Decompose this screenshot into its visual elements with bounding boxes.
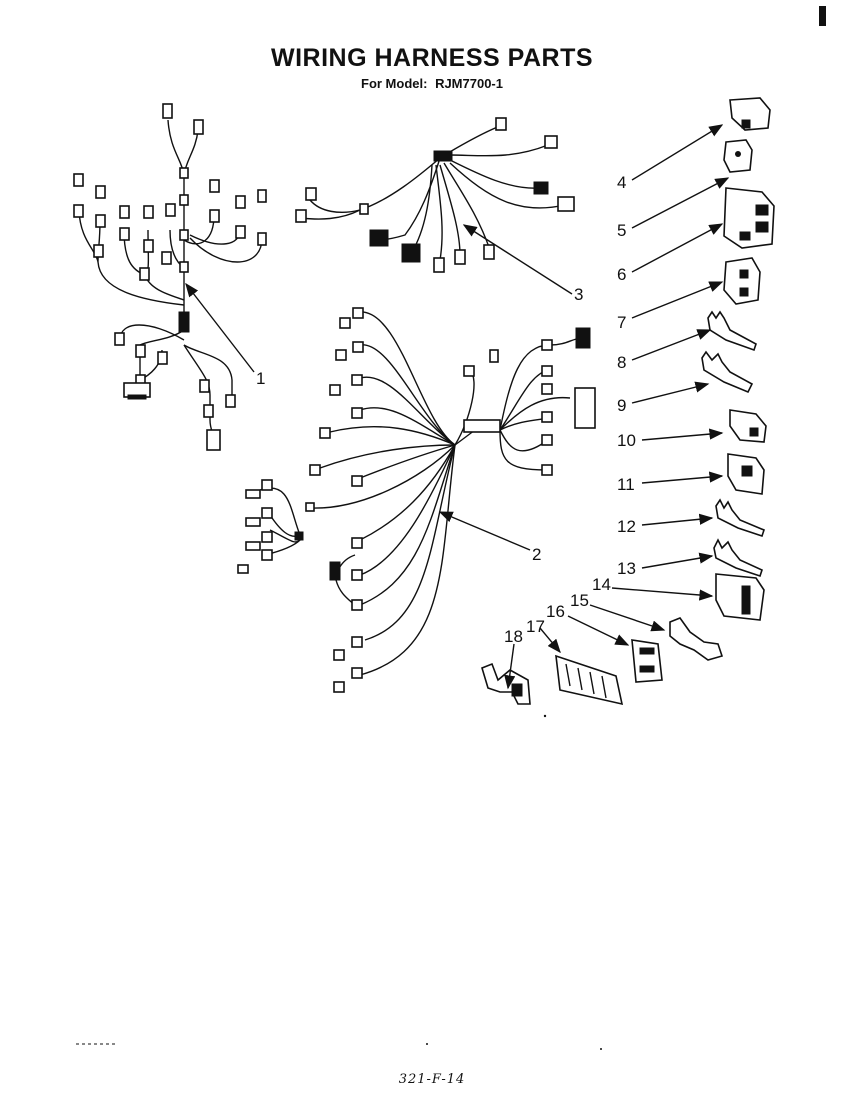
callout-7: 7 [617,313,626,332]
callout-10: 10 [617,431,636,450]
callout-numbers: 1 2 3 4 5 6 7 8 9 10 11 12 13 14 15 16 1… [256,173,636,646]
part-5-connector [723,139,753,173]
page-edge-mark [819,6,826,26]
part-9-terminal [701,350,754,394]
harness-1 [73,103,267,451]
part-17-terminal-strip [555,654,624,706]
harness-2 [237,307,596,693]
callout-3: 3 [574,285,583,304]
callout-14: 14 [592,575,611,594]
model-line: For Model: RJM7700-1 [0,76,864,91]
part-14-connector-housing [715,573,765,621]
callout-leaders [185,124,730,690]
callout-17: 17 [526,617,545,636]
part-13-terminal [713,538,763,578]
callout-16: 16 [546,602,565,621]
callout-11: 11 [617,475,635,494]
scan-marks [76,1043,602,1050]
callout-4: 4 [617,173,626,192]
callout-1: 1 [256,369,265,388]
part-11-connector [727,453,765,495]
callout-5: 5 [617,221,626,240]
part-8-terminal [707,310,757,352]
part-4-connector [729,97,771,131]
callout-13: 13 [617,559,636,578]
part-18-clip [481,662,531,705]
part-12-terminal [715,498,765,538]
part-16-connector [631,639,663,683]
part-10-connector [729,409,767,443]
callout-18: 18 [504,627,523,646]
callout-9: 9 [617,396,626,415]
callout-12: 12 [617,517,636,536]
part-7-connector [723,257,761,305]
model-number: RJM7700-1 [435,76,503,91]
harness-3 [295,117,575,273]
callout-8: 8 [617,353,626,372]
diagram-title: WIRING HARNESS PARTS [270,44,594,72]
drawing-number: 321-F-14 [398,1072,466,1087]
part-6-connector-block [723,187,775,249]
callout-6: 6 [617,265,626,284]
callout-15: 15 [570,591,589,610]
part-15-ring-terminal [669,617,724,661]
loose-parts [481,97,775,718]
callout-2: 2 [532,545,541,564]
model-prefix: For Model: [361,76,428,91]
